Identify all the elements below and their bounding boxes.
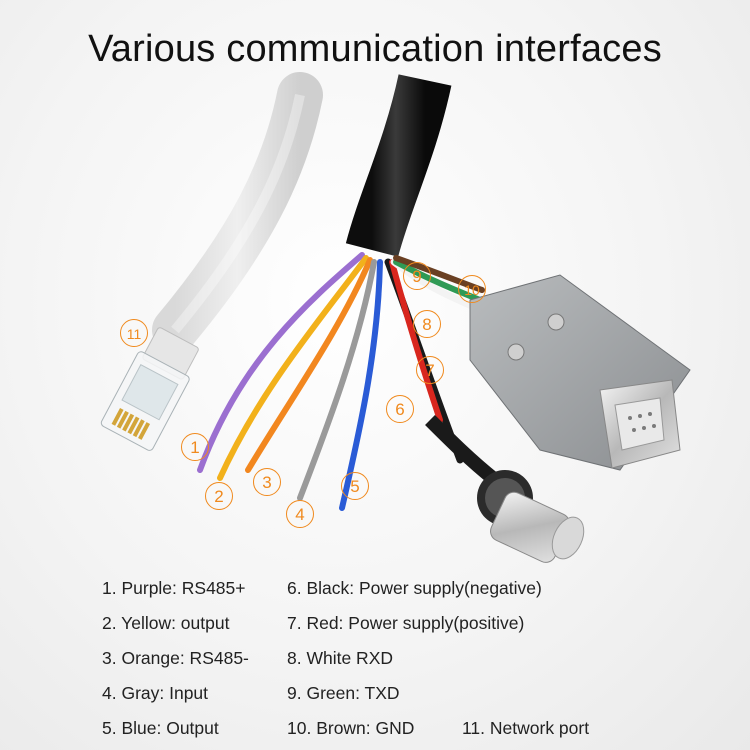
legend-item-8: 8. White RXD	[287, 648, 393, 668]
wire-bundle	[197, 252, 485, 511]
callout-4: 4	[286, 500, 314, 528]
callout-11: 11	[120, 319, 148, 347]
black-cable	[345, 74, 452, 258]
rj45-connector-icon	[100, 327, 199, 451]
callout-10: 10	[458, 275, 486, 303]
callout-7: 7	[416, 356, 444, 384]
callout-9: 9	[403, 262, 431, 290]
legend-item-7: 7. Red: Power supply(positive)	[287, 613, 525, 633]
legend-item-1: 1. Purple: RS485+	[102, 578, 246, 598]
page-title: Various communication interfaces	[88, 28, 662, 70]
legend-item-6: 6. Black: Power supply(negative)	[287, 578, 542, 598]
callout-1: 1	[181, 433, 209, 461]
callout-8: 8	[413, 310, 441, 338]
legend-item-9: 9. Green: TXD	[287, 683, 400, 703]
callout-5: 5	[341, 472, 369, 500]
legend-item-2: 2. Yellow: output	[102, 613, 230, 633]
legend-item-3: 3. Orange: RS485-	[102, 648, 249, 668]
legend-item-4: 4. Gray: Input	[102, 683, 209, 703]
callout-3: 3	[253, 468, 281, 496]
db9-connector-icon	[469, 274, 691, 471]
legend-item-10: 10. Brown: GND	[287, 718, 415, 738]
callout-2: 2	[205, 482, 233, 510]
callout-6: 6	[386, 395, 414, 423]
panel-mount-connector-icon	[425, 415, 585, 563]
legend-item-11: 11. Network port	[462, 718, 590, 738]
gray-cable	[152, 72, 323, 353]
legend-item-5: 5. Blue: Output	[102, 718, 219, 738]
